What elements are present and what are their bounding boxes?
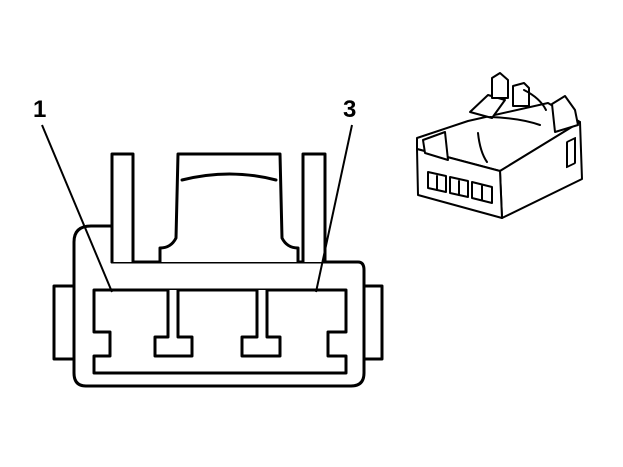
center-latch: [158, 152, 300, 264]
iso-post-right: [512, 82, 530, 107]
iso-latch-arm: [477, 116, 541, 163]
terminal-pin-left: [153, 288, 194, 358]
iso-side-window: [566, 136, 576, 169]
iso-terminal-pins: [436, 175, 483, 201]
terminal-pin-right: [240, 288, 282, 358]
left-latch-post: [110, 152, 135, 264]
right-latch-post: [301, 152, 327, 264]
terminal-cavity: [92, 288, 348, 375]
callout-1-leader: [41, 124, 113, 293]
callout-3-label: 3: [343, 96, 356, 123]
center-latch-inner-line: [180, 172, 278, 182]
iso-right-ear: [551, 95, 579, 133]
iso-post-left: [491, 72, 509, 99]
iso-latch-lever: [469, 94, 506, 119]
callout-leaders: [41, 124, 353, 293]
iso-post-arc: [523, 89, 547, 111]
callout-3-leader: [315, 124, 353, 293]
callout-1-label: 1: [33, 96, 46, 123]
iso-left-wall: [422, 131, 449, 161]
connector-front-view: [52, 152, 384, 388]
connector-isometric-view: [416, 72, 583, 219]
